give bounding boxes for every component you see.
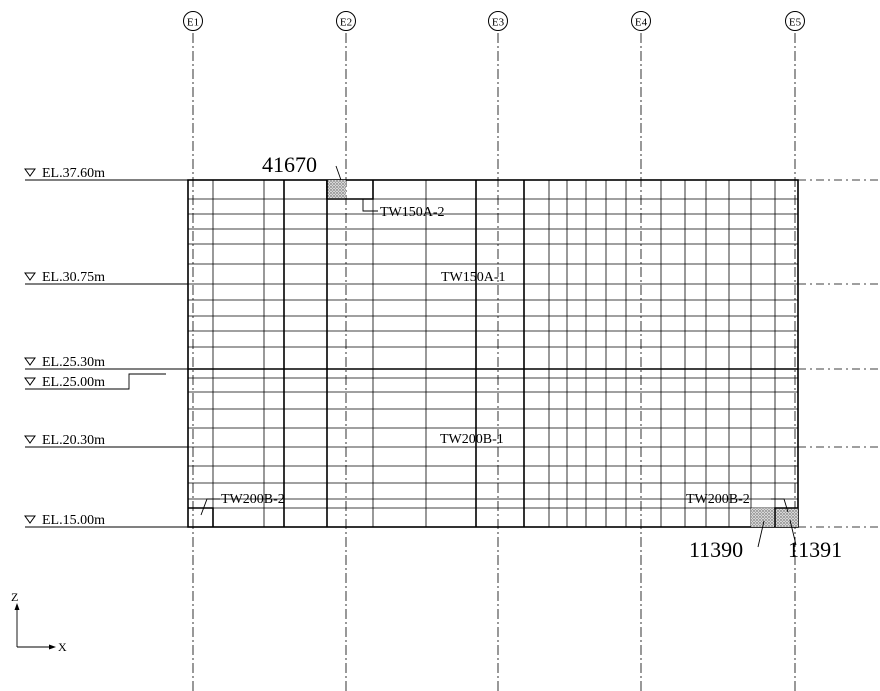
tw200b-2-left-outline — [188, 507, 214, 527]
elevation-el-25-00m: EL.25.00m — [24, 373, 166, 390]
grid-axis-label: E4 — [635, 17, 648, 29]
grid-axis-label: E3 — [492, 17, 505, 29]
elevation-label: EL.25.00m — [42, 375, 105, 390]
element-11391-hatch — [775, 508, 798, 527]
label-element-11390: 11390 — [689, 537, 743, 562]
elevation-label: EL.37.60m — [42, 166, 105, 181]
label-element-41670: 41670 — [262, 152, 317, 177]
leader-11391 — [789, 519, 797, 546]
elevation-lines: EL.37.60mEL.30.75mEL.25.30mEL.25.00mEL.2… — [24, 166, 880, 528]
element-41670-hatch — [327, 180, 346, 198]
leader-tw200b-2-left — [200, 498, 220, 516]
label-tw200b-1: TW200B-1 — [440, 432, 504, 447]
grid-axis-e5: E5 — [785, 11, 805, 691]
leader-tw200b-2-right — [771, 498, 789, 513]
label-tw200b-2-left: TW200B-2 — [221, 492, 285, 507]
grid-axis-label: E2 — [340, 17, 352, 29]
tw200b-2-right-outline — [774, 507, 798, 527]
elevation-el-37-60m: EL.37.60m — [24, 166, 880, 181]
elevation-el-25-30m: EL.25.30m — [24, 355, 880, 370]
grid-axis-label: E5 — [789, 17, 802, 29]
label-tw200b-2-right: TW200B-2 — [686, 492, 750, 507]
grid-axis-e4: E4 — [631, 11, 651, 691]
grid-axis-label: E1 — [187, 17, 199, 29]
x-axis-label: X — [58, 640, 67, 654]
elevation-el-20-30m: EL.20.30m — [24, 433, 880, 448]
wall-mesh — [187, 179, 799, 528]
label-element-11391: 11391 — [788, 537, 842, 562]
element-11390-hatch — [751, 508, 774, 527]
elevation-label: EL.20.30m — [42, 433, 105, 448]
elevation-label: EL.25.30m — [42, 355, 105, 370]
label-tw150a-1: TW150A-1 — [441, 270, 506, 285]
grid-axes: E1 E2 E3 E4 E5 — [183, 11, 805, 691]
elevation-el-30-75m: EL.30.75m — [24, 270, 880, 285]
leader-tw150a-2 — [362, 199, 378, 212]
grid-axis-e3: E3 — [488, 11, 508, 691]
elevation-label: EL.30.75m — [42, 270, 105, 285]
elevation-el-15-00m: EL.15.00m — [24, 513, 880, 528]
leader-11390 — [757, 520, 765, 548]
elevation-label: EL.15.00m — [42, 513, 105, 528]
coordinate-axes: Z X — [11, 590, 67, 654]
grid-axis-e1: E1 — [183, 11, 203, 691]
leader-41670 — [335, 165, 342, 181]
label-tw150a-2: TW150A-2 — [380, 205, 445, 220]
tw150a-2-outline — [326, 180, 374, 200]
grid-axis-e2: E2 — [336, 11, 356, 691]
z-axis-label: Z — [11, 590, 18, 604]
